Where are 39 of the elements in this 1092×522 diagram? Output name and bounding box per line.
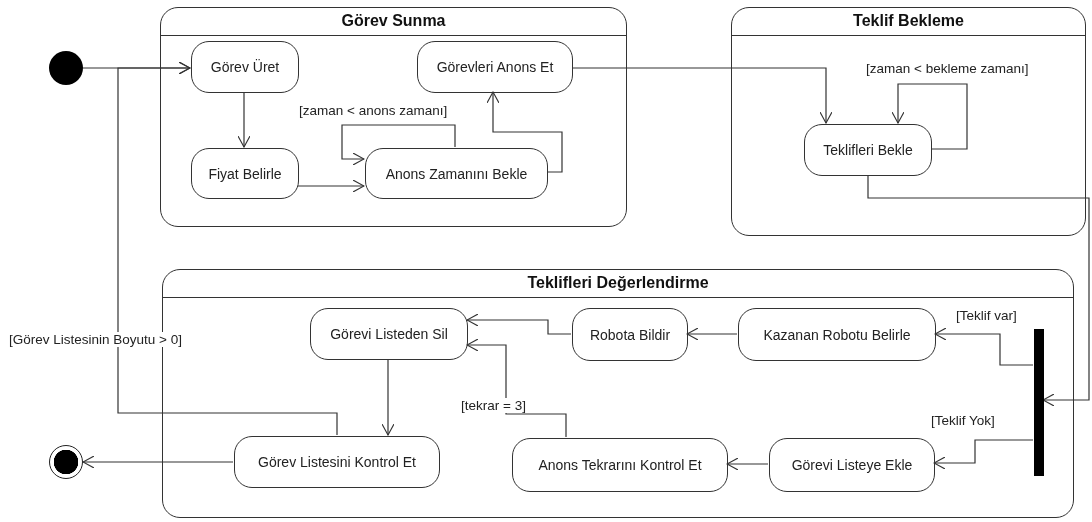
arrow [686, 327, 738, 341]
initial-node [49, 51, 83, 85]
arrow [237, 91, 251, 148]
guard-label: [zaman < anons zamanı] [298, 103, 449, 118]
action-state: Görevi Listeye Ekle [769, 438, 935, 492]
arrow [82, 455, 234, 469]
action-state: Görevleri Anons Et [417, 41, 573, 93]
fork-bar [1034, 329, 1044, 476]
action-state: Görevi Listeden Sil [310, 308, 468, 360]
action-state: Anons Tekrarını Kontrol Et [512, 438, 728, 492]
arrow [933, 439, 1034, 470]
arrow [934, 327, 1034, 366]
action-state: Fiyat Belirle [191, 148, 299, 199]
guard-label: [zaman < bekleme zamanı] [865, 61, 1030, 76]
arrow [297, 179, 365, 193]
guard-label: [Görev Listesinin Boyutu > 0] [8, 332, 183, 347]
guard-label: [tekrar = 3] [460, 398, 527, 413]
action-state: Anons Zamanını Bekle [365, 148, 548, 199]
arrow [117, 61, 338, 436]
arrow [571, 67, 833, 124]
action-state: Görev Üret [191, 41, 299, 93]
guard-label: [Teklif var] [955, 308, 1018, 323]
state-title: Teklif Bekleme [853, 12, 964, 30]
arrow [486, 91, 563, 173]
action-state: Kazanan Robotu Belirle [738, 308, 936, 361]
guard-label: [Teklif Yok] [930, 413, 996, 428]
action-state: Teklifleri Bekle [804, 124, 932, 176]
arrow [466, 313, 572, 335]
arrow [381, 358, 395, 436]
final-node [49, 445, 83, 479]
arrow [341, 124, 456, 166]
action-state: Görev Listesini Kontrol Et [234, 436, 440, 488]
arrow [891, 83, 968, 150]
state-title: Görev Sunma [341, 12, 446, 30]
arrow [726, 457, 769, 471]
action-state: Robota Bildir [572, 308, 688, 361]
state-title: Teklifleri Değerlendirme [527, 274, 709, 292]
arrow [466, 338, 567, 438]
arrow [867, 174, 1090, 407]
